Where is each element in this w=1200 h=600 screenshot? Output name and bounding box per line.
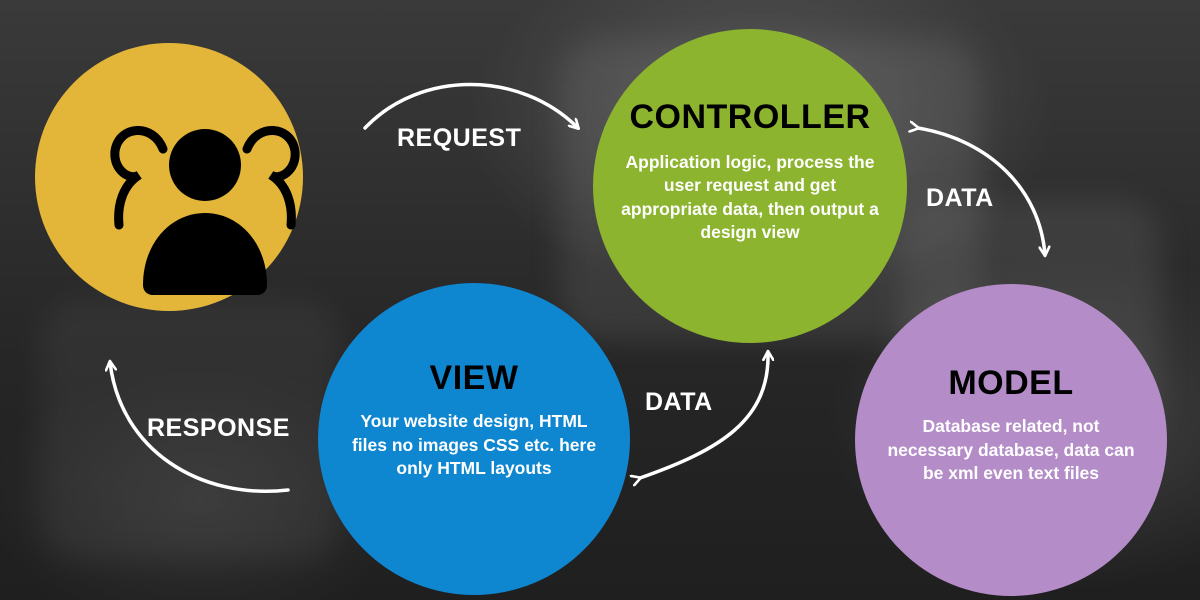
controller-description: Application logic, process the user requ… bbox=[621, 151, 879, 243]
controller-circle: CONTROLLER Application logic, process th… bbox=[593, 29, 907, 343]
background-person-shape bbox=[40, 300, 340, 560]
view-title: VIEW bbox=[429, 359, 519, 398]
view-controller-arrow bbox=[640, 352, 768, 478]
controller-model-data-label: DATA bbox=[926, 184, 994, 212]
request-arrow bbox=[363, 82, 578, 129]
request-label: REQUEST bbox=[397, 124, 522, 152]
model-title: MODEL bbox=[948, 364, 1074, 403]
response-label: RESPONSE bbox=[147, 414, 290, 442]
users-group-icon bbox=[110, 126, 300, 295]
controller-model-arrow bbox=[918, 128, 1045, 255]
view-description: Your website design, HTML files no image… bbox=[351, 411, 597, 479]
model-circle: MODEL Database related, not necessary da… bbox=[855, 284, 1167, 596]
controller-title: CONTROLLER bbox=[629, 97, 871, 136]
response-arrow bbox=[110, 362, 290, 493]
view-controller-data-label: DATA bbox=[645, 388, 713, 416]
user-circle bbox=[35, 43, 303, 311]
view-circle: VIEW Your website design, HTML files no … bbox=[318, 283, 630, 595]
model-description: Database related, not necessary database… bbox=[887, 416, 1135, 484]
